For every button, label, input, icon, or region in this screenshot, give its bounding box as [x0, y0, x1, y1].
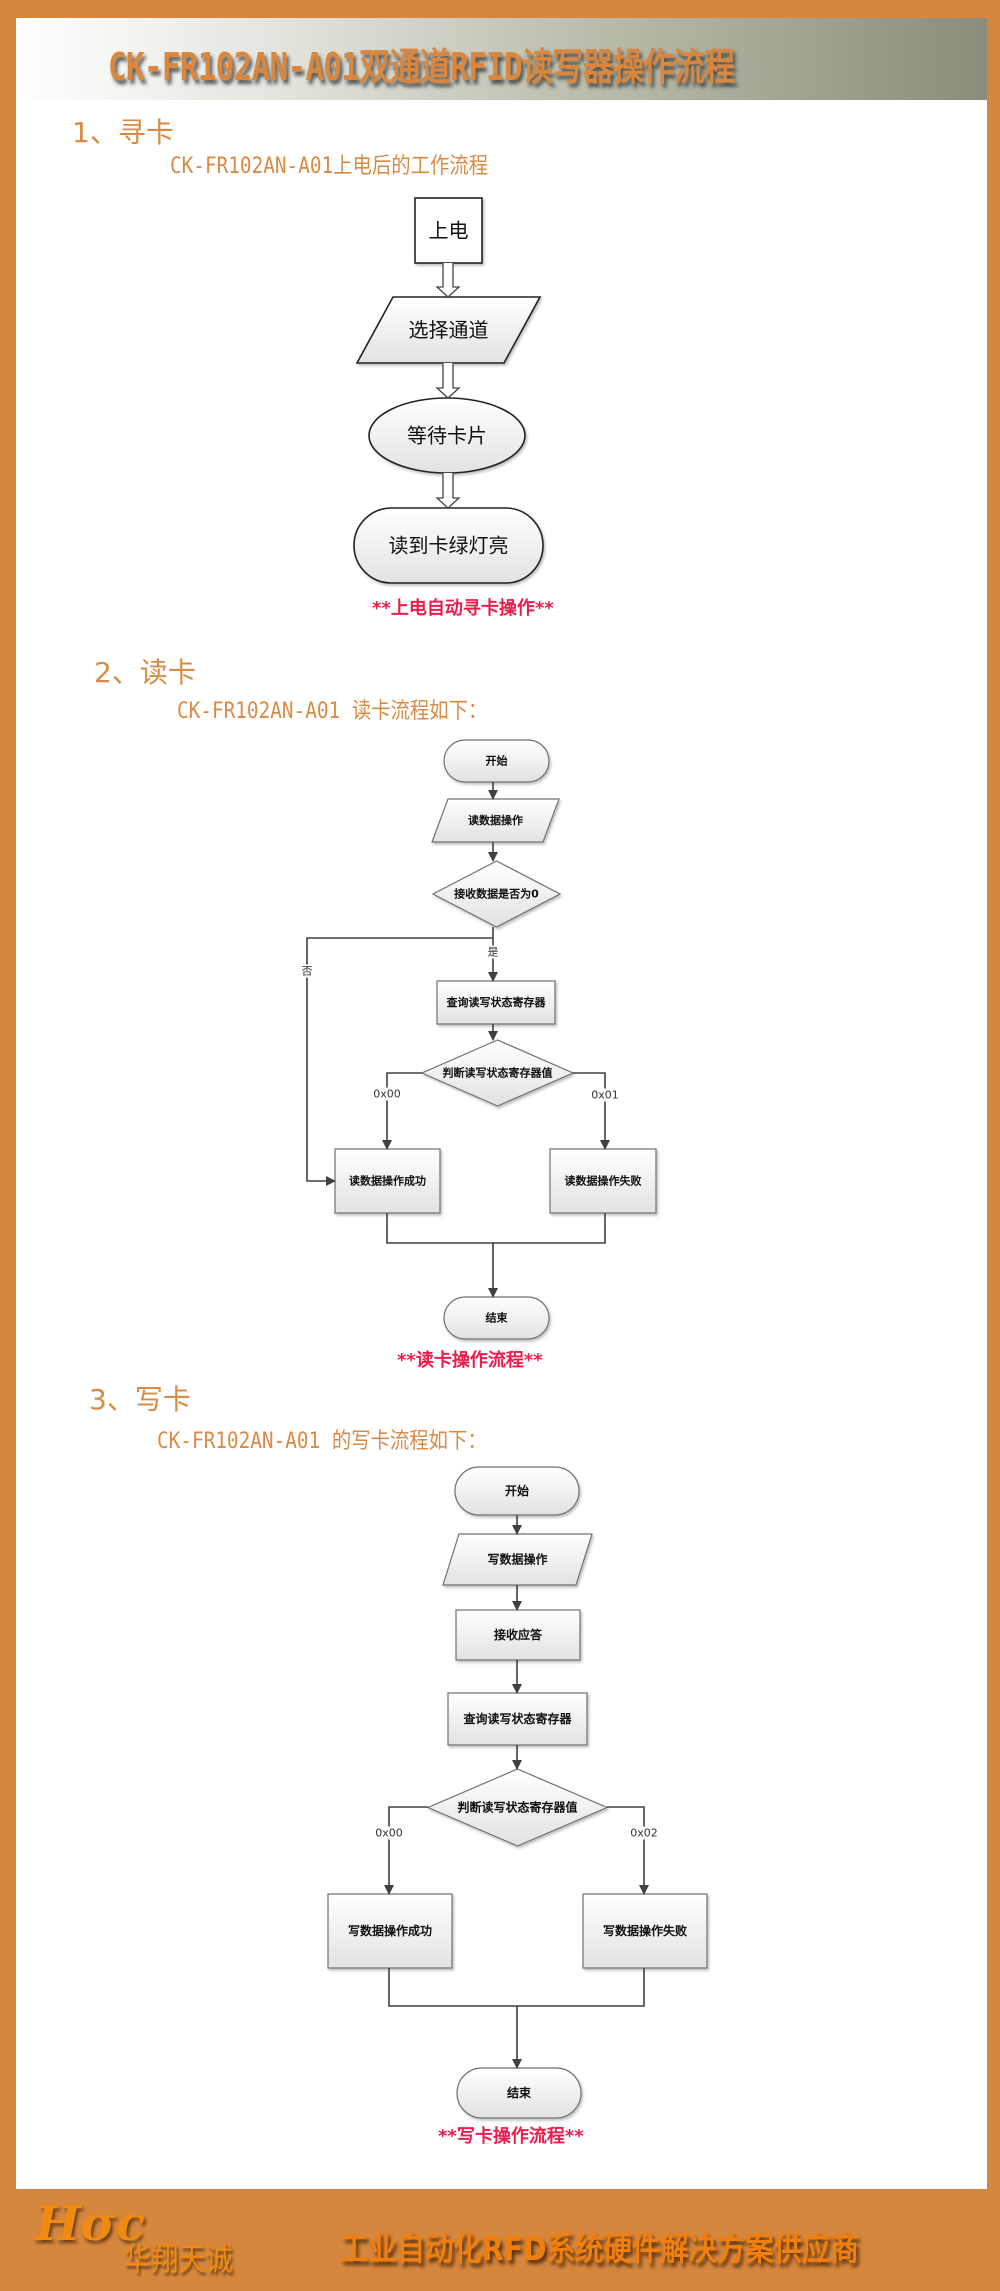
flow-2-edge-5 — [382, 1072, 422, 1150]
flow-3-node-judge-reg — [426, 1768, 609, 1847]
flow-2-edge-label-2: 是 — [488, 946, 499, 959]
edge-label-backdrop — [300, 964, 314, 978]
flow-1-edge-1 — [435, 363, 461, 399]
section-1-note: **上电自动寻卡操作** — [372, 598, 554, 619]
flow-2-label-query-reg: 查询读写状态寄存器 — [447, 995, 547, 1009]
flow-1-node-select-channel — [355, 296, 542, 364]
edge-label-backdrop — [629, 1826, 659, 1840]
flow-2-label-read-ok: 读数据操作成功 — [349, 1174, 426, 1188]
section-1-heading: 1、寻卡 — [72, 116, 174, 149]
edge-label-backdrop — [590, 1088, 620, 1102]
section-3-note: **写卡操作流程** — [438, 2126, 584, 2147]
flow-3-label-recv-ack: 接收应答 — [494, 1627, 543, 1642]
flow-2-edge-6 — [573, 1072, 610, 1150]
flow-2-label-read-fail: 读数据操作失败 — [565, 1174, 642, 1188]
flow-3-label-judge-reg: 判断读写状态寄存器值 — [457, 1800, 577, 1815]
flow-3-node-write-ok — [327, 1893, 453, 1969]
flow-3-node-query-reg — [447, 1692, 588, 1746]
flow-2-node-start — [443, 739, 550, 783]
edge-label-backdrop — [486, 945, 500, 959]
flow-3-edge-4 — [384, 1806, 428, 1895]
edge-label-backdrop — [372, 1087, 402, 1101]
section-3-heading: 3、写卡 — [89, 1383, 191, 1416]
flow-2-node-read-op — [431, 798, 560, 843]
title-banner: CK-FR102AN-A01双通道RFID读写器操作流程 — [16, 18, 987, 100]
flow-1-label-wait-card: 等待卡片 — [407, 424, 487, 448]
flow-3-edge-5 — [607, 1806, 649, 1895]
flow-1-edge-2 — [435, 473, 461, 509]
flow-1-label-power-on: 上电 — [429, 219, 469, 243]
flow-2-label-end: 结束 — [485, 1311, 509, 1325]
flow-2-node-check-zero — [431, 860, 562, 928]
flow-2-node-query-reg — [436, 980, 556, 1025]
flow-3-label-write-ok: 写数据操作成功 — [348, 1923, 432, 1938]
flow-1-label-green-led: 读到卡绿灯亮 — [389, 534, 509, 558]
edge-label-backdrop — [374, 1826, 404, 1840]
flow-3-label-end: 结束 — [507, 2085, 532, 2100]
company-logo-script: Hσc — [35, 2196, 145, 2252]
flow-2-edge-8 — [493, 1213, 606, 1244]
flow-3-node-write-fail — [582, 1893, 708, 1969]
company-logo-name: 华翔天诚 — [124, 2240, 233, 2278]
section-2-heading: 2、读卡 — [94, 656, 196, 689]
flow-2-node-read-fail — [549, 1148, 657, 1214]
flow-3-node-write-op — [442, 1533, 593, 1586]
flow-3-edge-label-5: 0x02 — [630, 1827, 658, 1840]
section-2-subtitle: CK-FR102AN-A01 读卡流程如下： — [177, 699, 488, 724]
flow-3-label-write-fail: 写数据操作失败 — [603, 1923, 687, 1938]
flow-2-edge-label-6: 0x01 — [591, 1089, 619, 1102]
flow-2-label-read-op: 读数据操作 — [468, 813, 523, 827]
section-3-subtitle: CK-FR102AN-A01 的写卡流程如下： — [157, 1429, 487, 1454]
section-2-note: **读卡操作流程** — [397, 1350, 543, 1371]
flow-1-label-select-channel: 选择通道 — [409, 318, 489, 342]
flow-3-edge-label-4: 0x00 — [375, 1827, 403, 1840]
flow-2-label-judge-reg: 判断读写状态寄存器值 — [443, 1066, 553, 1080]
flow-3-label-query-reg: 查询读写状态寄存器 — [462, 1711, 572, 1726]
flow-2-edge-7 — [386, 1213, 498, 1298]
flow-2-edge-label-3: 否 — [302, 965, 313, 978]
flow-1-node-power-on — [414, 197, 483, 264]
flow-2-label-check-zero: 接收数据是否为0 — [454, 887, 539, 901]
flow-3-label-start: 开始 — [505, 1483, 529, 1498]
flow-2-edge-3 — [306, 937, 493, 1186]
flow-2-edge-label-5: 0x00 — [373, 1088, 401, 1101]
flow-2-label-start: 开始 — [486, 754, 508, 768]
flow-2-node-judge-reg — [420, 1039, 575, 1107]
flow-3-edge-7 — [517, 1968, 645, 2007]
footer-tagline: 工业自动化RFD系统硬件解决方案供应商 — [340, 2229, 859, 2268]
flow-3-node-recv-ack — [455, 1609, 581, 1661]
flow-3-label-write-op: 写数据操作 — [487, 1552, 547, 1567]
flow-3-edge-6 — [388, 1968, 522, 2069]
page-title: CK-FR102AN-A01双通道RFID读写器操作流程 — [108, 45, 735, 89]
flow-1-edge-0 — [435, 263, 461, 298]
section-1-subtitle: CK-FR102AN-A01上电后的工作流程 — [170, 154, 489, 179]
